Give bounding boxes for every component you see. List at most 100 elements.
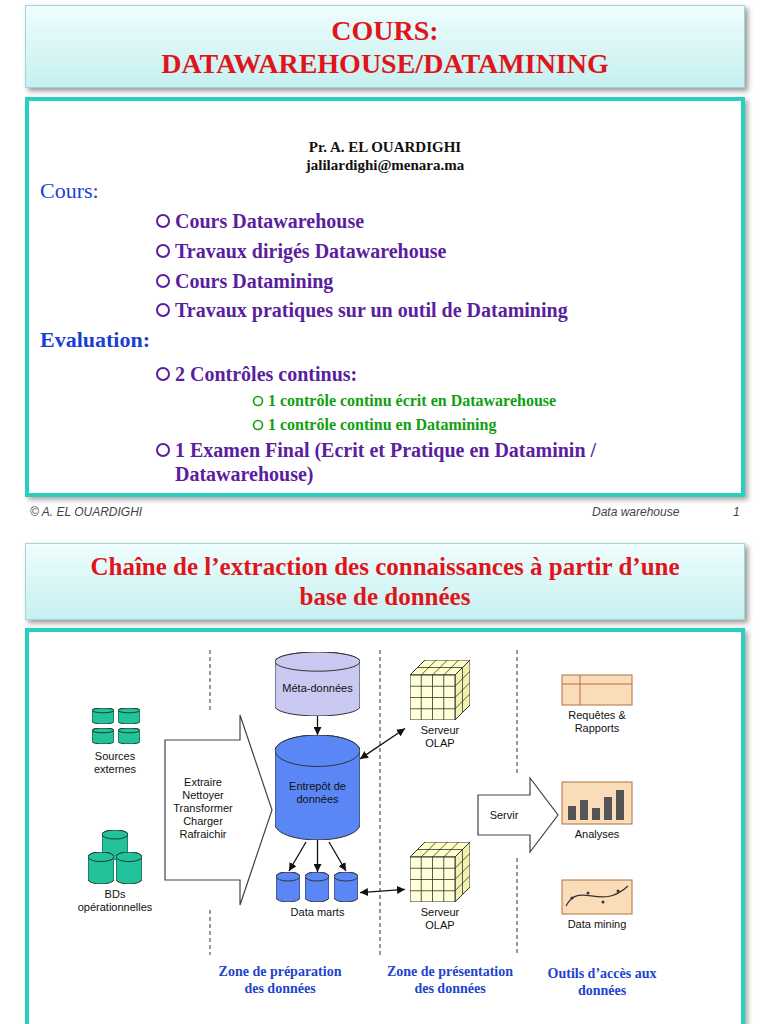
olap-cube [410, 660, 470, 720]
slide-text: jalilardighi@menara.ma [29, 157, 741, 174]
source-node: BDs opérationnelles [70, 828, 160, 914]
node-label: Serveur OLAP [405, 724, 475, 750]
bar [568, 806, 576, 820]
tool-node: Data mining [557, 880, 637, 931]
slide-text: Zone de préparation des données [210, 963, 350, 997]
database-cylinder [118, 708, 140, 724]
title-band: COURS: DATAWAREHOUSE/DATAMINING [25, 5, 745, 88]
bullet [254, 397, 263, 406]
node-label: Chaîne de l’extraction des connaissances… [70, 552, 700, 612]
icon-line [562, 684, 632, 685]
sub-bullets [254, 397, 263, 430]
node-label: Data mining [557, 918, 637, 931]
node-label: Requêtes & Rapports [557, 709, 637, 735]
slide-text: Travaux pratiques sur un outil de Datami… [175, 298, 568, 322]
bar [580, 800, 588, 820]
bullet [157, 444, 169, 456]
metadata-node: Méta-données [275, 652, 360, 716]
tool-node: Requêtes & Rapports [557, 675, 637, 735]
curve [566, 886, 628, 906]
dot [602, 901, 605, 904]
connector-arrow [317, 716, 318, 735]
dots [571, 890, 620, 904]
olap-node: Serveur OLAP [405, 842, 475, 932]
node-label: Extraire Nettoyer Transformer Charger Ra… [170, 776, 236, 841]
bullet [157, 215, 169, 227]
tool-node: Analyses [557, 782, 637, 841]
content-panel: Pr. A. EL OUARDIGHIjalilardighi@menara.m… [25, 97, 745, 497]
dot [571, 897, 574, 900]
dashed-line [210, 910, 211, 955]
dashed-line [517, 858, 518, 955]
slide-text: Cours: [40, 178, 99, 204]
database-cylinder [92, 708, 114, 724]
warehouse-node: Entrepôt de données [275, 735, 360, 840]
chart-icon [562, 782, 632, 824]
slide-text: 1 contrôle continu écrit en Datawarehous… [268, 391, 556, 411]
icon-frame [562, 880, 632, 914]
bullet [157, 275, 169, 287]
icon-frame [562, 782, 632, 824]
node-label: Méta-données [282, 682, 352, 695]
bars [568, 790, 624, 820]
slide-text: Pr. A. EL OUARDIGHI [29, 139, 741, 156]
node-label: Entrepôt de données [275, 780, 360, 806]
bar [604, 797, 612, 820]
datamart-cylinder [334, 872, 358, 902]
slide-text: Cours Datawarehouse [175, 209, 364, 233]
node-label: Data marts [275, 906, 360, 919]
icon-frame [562, 675, 632, 705]
icon-line [580, 675, 581, 705]
etl-node: Extraire Nettoyer Transformer Charger Ra… [170, 776, 236, 841]
bullet [157, 245, 169, 257]
dashed-line [380, 650, 381, 955]
datamart-cylinder [276, 872, 300, 902]
block-arrow [165, 715, 272, 905]
slide-text: Cours Datamining [175, 269, 333, 293]
connector-arrow [317, 840, 318, 872]
bullet [157, 304, 169, 316]
bar [616, 790, 624, 820]
dashed-line [210, 650, 211, 712]
slide-text: Zone de présentation des données [380, 963, 520, 997]
database-icons [88, 708, 142, 884]
serve-node: Servir [480, 806, 528, 824]
diagram-panel: Zone de préparation des données Zone de p… [25, 628, 745, 1024]
slide-text: 2 Contrôles continus: [175, 362, 357, 386]
metadata-cylinder [275, 652, 360, 716]
olap-cube [410, 842, 470, 902]
slide-text: 1 contrôle continu en Datamining [268, 415, 496, 435]
node-label: Serveur OLAP [405, 906, 475, 932]
node-label: Analyses [557, 828, 637, 841]
connector-arrow [360, 729, 405, 759]
node-label: Sources externes [75, 750, 155, 776]
arrow [329, 842, 346, 871]
slide-title: COURS: DATAWAREHOUSE/DATAMINING [135, 14, 635, 80]
bullets [157, 215, 169, 456]
olap-node: Serveur OLAP [405, 660, 475, 750]
warehouse-cylinder [275, 735, 360, 840]
node-label: Servir [490, 809, 519, 822]
slide-text: Travaux dirigés Datawarehouse [175, 239, 446, 263]
bar [592, 808, 600, 820]
slide-text: 1 Examen Final (Ecrit et Pratique en Dat… [175, 438, 675, 486]
bullet [157, 368, 169, 380]
report-icon [562, 675, 632, 705]
slide-text: Evaluation: [40, 327, 150, 353]
node-label: BDs opérationnelles [70, 888, 160, 914]
dot [617, 890, 620, 893]
source-node: Sources externes [75, 705, 155, 776]
mining-icon [562, 880, 632, 914]
connector-arrow [360, 889, 405, 892]
slide-text: Outils d’accès aux données [537, 965, 667, 999]
dot [587, 892, 590, 895]
dashed-line [517, 650, 518, 775]
database-cylinder [92, 728, 114, 744]
footer-text: 1 [733, 505, 740, 519]
arrow [289, 842, 306, 871]
bullet [254, 421, 263, 430]
title-band: Chaîne de l’extraction des connaissances… [25, 543, 745, 620]
database-cylinder [88, 852, 114, 884]
